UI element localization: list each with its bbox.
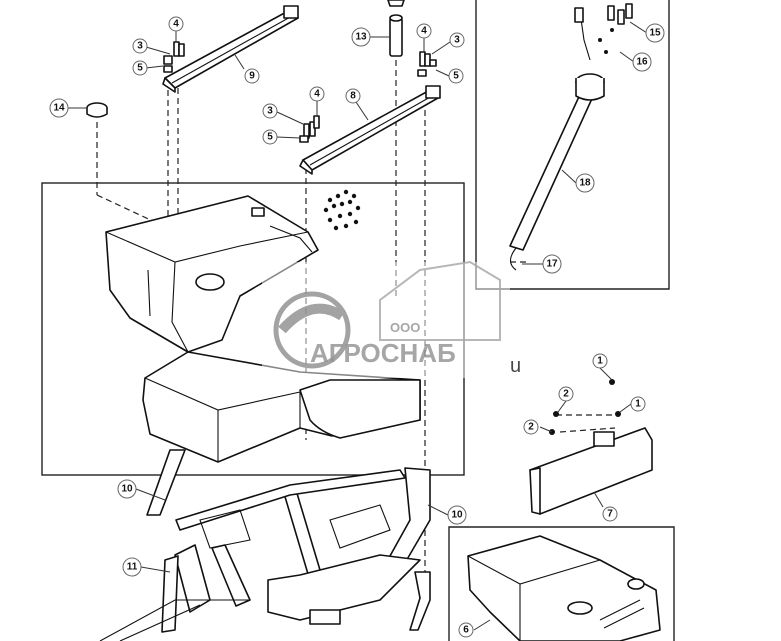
leader-lines xyxy=(68,21,648,631)
callout-6: 6 xyxy=(458,622,474,638)
svg-text:4: 4 xyxy=(314,89,320,100)
bracket-9 xyxy=(162,5,299,93)
svg-text:13: 13 xyxy=(355,32,367,43)
callout-10b: 10 xyxy=(447,505,467,525)
callout-17: 17 xyxy=(542,254,562,274)
callout-4a: 4 xyxy=(168,16,184,32)
svg-text:2: 2 xyxy=(563,389,569,400)
svg-text:15: 15 xyxy=(649,28,661,39)
svg-text:10: 10 xyxy=(121,484,133,495)
bracket-8 xyxy=(299,85,441,175)
callout-11: 11 xyxy=(122,557,142,577)
watermark-company-form: ООО xyxy=(390,320,420,335)
watermark: ООО АГРОСНАБ u xyxy=(262,260,521,378)
svg-text:1: 1 xyxy=(597,356,603,367)
callout-7: 7 xyxy=(602,506,618,522)
callout-5b: 5 xyxy=(448,68,464,84)
svg-text:4: 4 xyxy=(421,26,427,37)
callout-5c: 5 xyxy=(262,129,278,145)
callout-2a: 2 xyxy=(558,386,574,402)
callout-15: 15 xyxy=(645,23,665,43)
svg-text:1: 1 xyxy=(635,399,641,410)
watermark-company-name: АГРОСНАБ xyxy=(310,338,456,368)
upper-fuel-tank xyxy=(105,195,319,353)
cap-14 xyxy=(86,102,108,118)
callout-3a: 3 xyxy=(132,38,148,54)
harvester-icon xyxy=(379,260,501,341)
svg-text:9: 9 xyxy=(249,71,255,82)
svg-text:3: 3 xyxy=(454,35,460,46)
svg-text:5: 5 xyxy=(137,63,143,74)
svg-text:7: 7 xyxy=(607,509,613,520)
svg-text:16: 16 xyxy=(636,57,648,68)
callout-13: 13 xyxy=(351,27,371,47)
frame-tubes xyxy=(99,449,431,641)
fuel-gauge-frame xyxy=(475,0,670,290)
svg-text:2: 2 xyxy=(528,422,534,433)
gear-swoosh xyxy=(278,303,345,334)
svg-text:5: 5 xyxy=(453,71,459,82)
callout-5a: 5 xyxy=(132,60,148,76)
tube-13 xyxy=(387,0,405,57)
svg-text:14: 14 xyxy=(53,103,65,114)
hardware-bolts xyxy=(163,41,437,143)
gear-icon xyxy=(273,291,351,369)
svg-text:10: 10 xyxy=(451,510,463,521)
callout-8: 8 xyxy=(345,88,361,104)
svg-text:11: 11 xyxy=(127,562,138,573)
callout-16: 16 xyxy=(632,52,652,72)
callout-1a: 1 xyxy=(592,353,608,369)
callout-10a: 10 xyxy=(117,479,137,499)
detail-tank-6 xyxy=(467,535,661,641)
callout-18: 18 xyxy=(575,173,595,193)
svg-text:6: 6 xyxy=(463,625,469,636)
callout-9: 9 xyxy=(244,68,260,84)
callout-14: 14 xyxy=(49,98,69,118)
fuel-gauge-sender-18 xyxy=(509,3,633,271)
tank-detail-frame xyxy=(448,526,675,641)
callout-4b: 4 xyxy=(416,23,432,39)
svg-text:3: 3 xyxy=(137,41,143,52)
svg-text:8: 8 xyxy=(350,91,356,102)
fastener-cluster xyxy=(323,189,361,231)
svg-text:5: 5 xyxy=(267,132,273,143)
svg-text:18: 18 xyxy=(579,178,591,189)
svg-text:4: 4 xyxy=(173,19,179,30)
callout-3c: 3 xyxy=(262,103,278,119)
tank-assembly-frame xyxy=(41,182,465,476)
callout-3b: 3 xyxy=(449,32,465,48)
callout-1b: 1 xyxy=(630,396,646,412)
callout-4c: 4 xyxy=(309,86,325,102)
watermark-domain-suffix: u xyxy=(510,355,521,377)
svg-text:17: 17 xyxy=(546,259,558,270)
svg-text:3: 3 xyxy=(267,106,273,117)
callout-2b: 2 xyxy=(523,419,539,435)
side-tank-right xyxy=(299,379,421,439)
